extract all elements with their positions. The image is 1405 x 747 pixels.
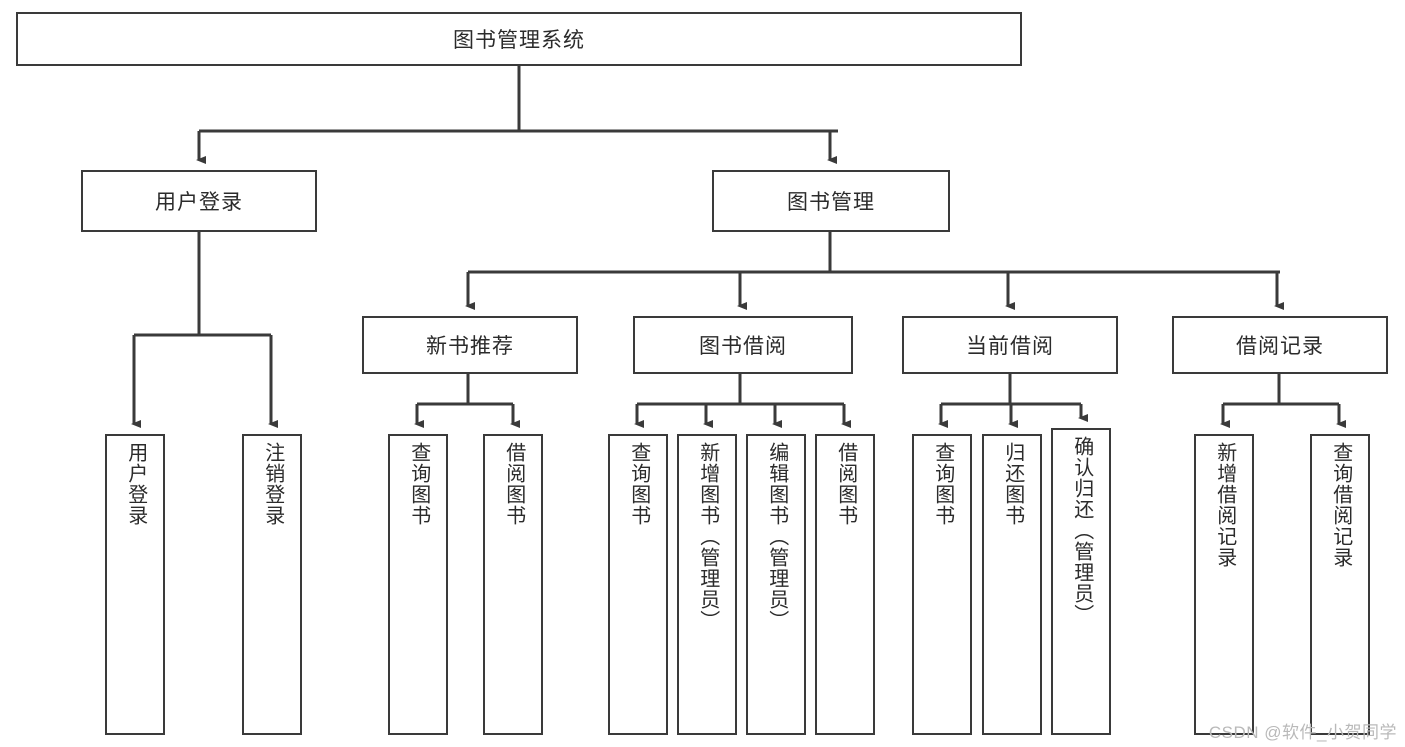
- leaf-label: 注销登录: [261, 442, 284, 526]
- leaf-label: 新增图书（管理员）: [696, 442, 719, 631]
- leaf-new-book-rec-1[interactable]: 借阅图书: [483, 434, 543, 735]
- leaf-label: 查询图书: [627, 442, 650, 526]
- node-new-book-rec-label: 新书推荐: [426, 335, 514, 358]
- leaf-book-borrow-2[interactable]: 编辑图书（管理员）: [746, 434, 806, 735]
- leaf-label: 归还图书: [1001, 442, 1024, 526]
- leaf-label: 确认归还（管理员）: [1070, 436, 1093, 625]
- leaf-label: 新增借阅记录: [1213, 442, 1236, 568]
- leaf-borrow-record-0[interactable]: 新增借阅记录: [1194, 434, 1254, 735]
- leaf-label: 查询图书: [407, 442, 430, 526]
- leaf-book-borrow-3[interactable]: 借阅图书: [815, 434, 875, 735]
- leaf-label: 查询借阅记录: [1329, 442, 1352, 568]
- leaf-label: 借阅图书: [834, 442, 857, 526]
- node-new-book-rec[interactable]: 新书推荐: [362, 316, 578, 374]
- leaf-new-book-rec-0[interactable]: 查询图书: [388, 434, 448, 735]
- leaf-label: 用户登录: [124, 442, 147, 526]
- node-borrow-record-label: 借阅记录: [1236, 335, 1324, 358]
- leaf-label: 编辑图书（管理员）: [765, 442, 788, 631]
- csdn-watermark: CSDN @软件_小贺同学: [1208, 723, 1397, 742]
- leaf-book-borrow-0[interactable]: 查询图书: [608, 434, 668, 735]
- node-book-borrow-label: 图书借阅: [699, 335, 787, 358]
- node-book-borrow[interactable]: 图书借阅: [633, 316, 853, 374]
- leaf-current-borrow-1[interactable]: 归还图书: [982, 434, 1042, 735]
- node-current-borrow-label: 当前借阅: [966, 335, 1054, 358]
- node-root[interactable]: 图书管理系统: [16, 12, 1022, 66]
- node-book-manage[interactable]: 图书管理: [712, 170, 950, 232]
- leaf-label: 借阅图书: [502, 442, 525, 526]
- leaf-borrow-record-1[interactable]: 查询借阅记录: [1310, 434, 1370, 735]
- leaf-user-login-0[interactable]: 用户登录: [105, 434, 165, 735]
- node-borrow-record[interactable]: 借阅记录: [1172, 316, 1388, 374]
- leaf-label: 查询图书: [931, 442, 954, 526]
- node-user-login-label: 用户登录: [155, 191, 243, 214]
- leaf-current-borrow-2[interactable]: 确认归还（管理员）: [1051, 428, 1111, 735]
- leaf-current-borrow-0[interactable]: 查询图书: [912, 434, 972, 735]
- node-current-borrow[interactable]: 当前借阅: [902, 316, 1118, 374]
- node-book-manage-label: 图书管理: [787, 191, 875, 214]
- leaf-user-login-1[interactable]: 注销登录: [242, 434, 302, 735]
- node-user-login[interactable]: 用户登录: [81, 170, 317, 232]
- leaf-book-borrow-1[interactable]: 新增图书（管理员）: [677, 434, 737, 735]
- node-root-label: 图书管理系统: [453, 29, 585, 52]
